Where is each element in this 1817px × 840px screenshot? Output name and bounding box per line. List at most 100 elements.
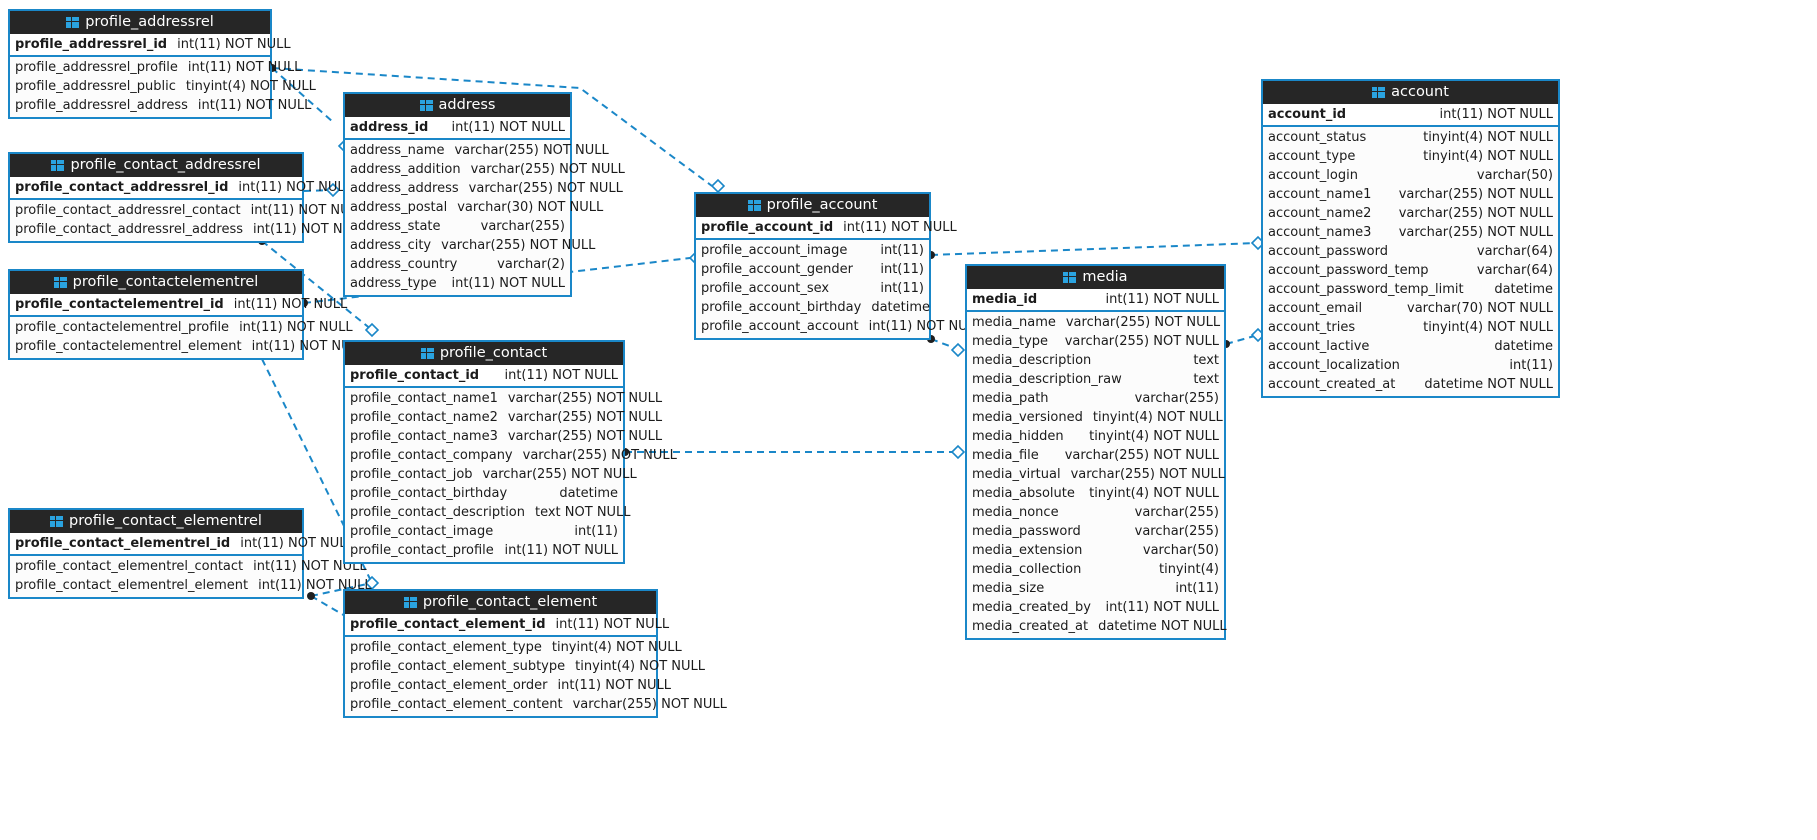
table-header-profile_contact_elementrel[interactable]: profile_contact_elementrel	[10, 510, 302, 533]
table-header-address[interactable]: address	[345, 94, 570, 117]
table-header-profile_contact_addressrel[interactable]: profile_contact_addressrel	[10, 154, 302, 177]
column-type: tinyint(4) NOT NULL	[1423, 149, 1553, 164]
table-header-profile_account[interactable]: profile_account	[696, 194, 929, 217]
table-header-profile_contactelementrel[interactable]: profile_contactelementrel	[10, 271, 302, 294]
table-header-profile_contact_element[interactable]: profile_contact_element	[345, 591, 656, 614]
table-header-profile_addressrel[interactable]: profile_addressrel	[10, 11, 270, 34]
table-header-media[interactable]: media	[967, 266, 1224, 289]
column-name: media_extension	[972, 543, 1083, 558]
column-name: media_created_at	[972, 619, 1089, 634]
table-header-account[interactable]: account	[1263, 81, 1558, 104]
table-header-profile_contact[interactable]: profile_contact	[345, 342, 623, 365]
